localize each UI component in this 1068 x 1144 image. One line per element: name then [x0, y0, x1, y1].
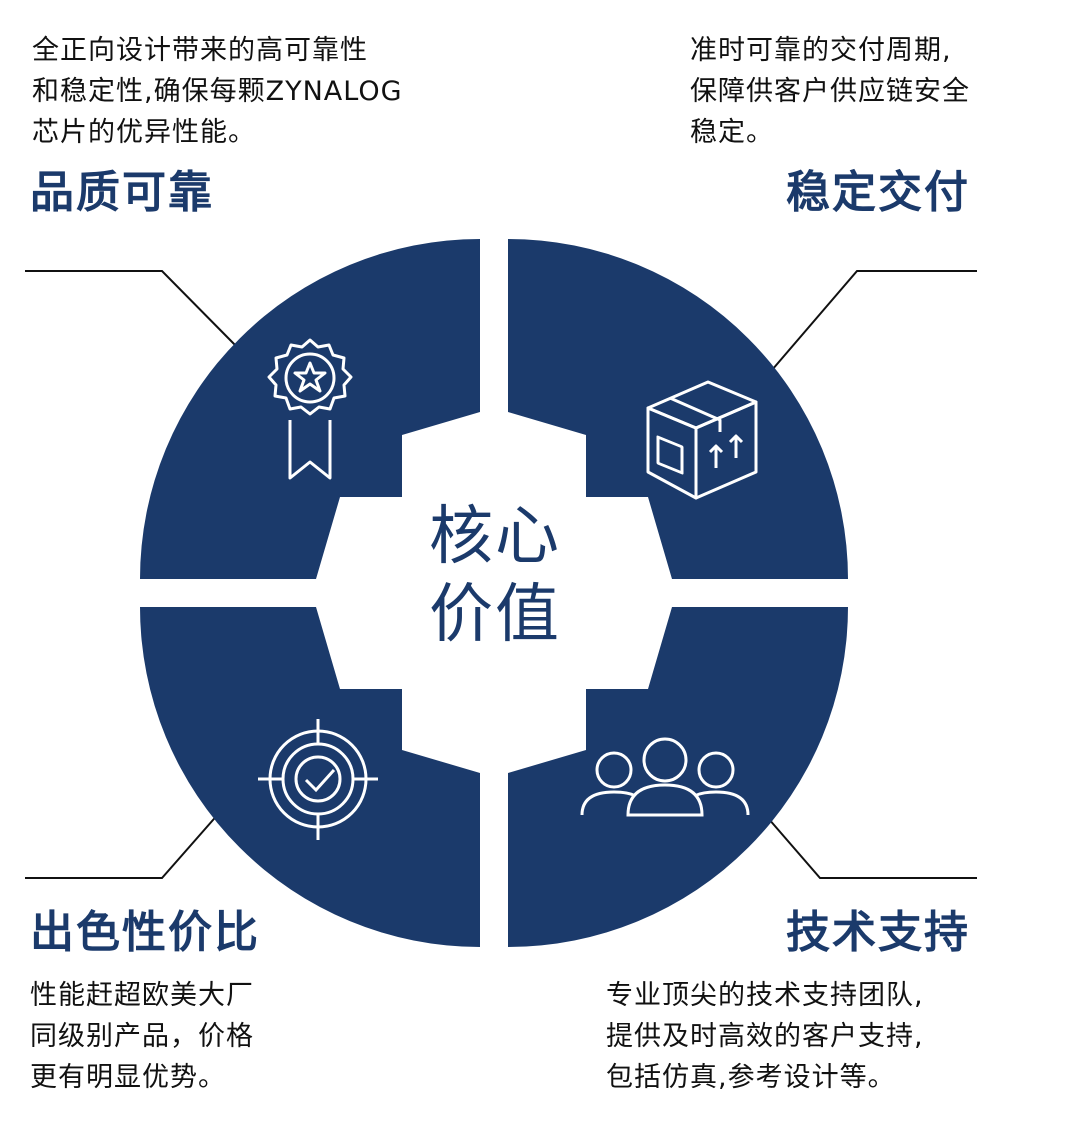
center-label-line1: 核心 — [429, 500, 561, 574]
value-description: 性能赶超欧美大厂 同级别产品，价格 更有明显优势。 — [30, 980, 254, 1093]
package-box-icon — [646, 380, 758, 500]
connector-support — [767, 817, 977, 879]
quality-title: 品质可靠 — [30, 167, 214, 218]
quadrant-value — [140, 607, 480, 947]
target-check-icon — [258, 719, 378, 840]
quadrant-delivery — [508, 239, 848, 579]
delivery-description: 准时可靠的交付周期, 保障供客户供应链安全 稳定。 — [690, 35, 970, 148]
delivery-title: 稳定交付 — [786, 167, 970, 218]
support-title: 技术支持 — [786, 907, 970, 958]
award-ribbon-icon — [267, 338, 353, 480]
center-label-line2: 价值 — [429, 578, 561, 652]
connector-value — [25, 811, 221, 879]
center-label: 核心 价值 — [395, 498, 595, 654]
value-title: 出色性价比 — [30, 907, 260, 958]
quality-description: 全正向设计带来的高可靠性 和稳定性,确保每颗ZYNALOG 芯片的优异性能。 — [32, 35, 403, 148]
connector-quality — [25, 270, 241, 351]
team-users-icon — [580, 737, 750, 817]
support-description: 专业顶尖的技术支持团队, 提供及时高效的客户支持, 包括仿真,参考设计等。 — [606, 980, 924, 1093]
connector-delivery — [771, 270, 977, 371]
